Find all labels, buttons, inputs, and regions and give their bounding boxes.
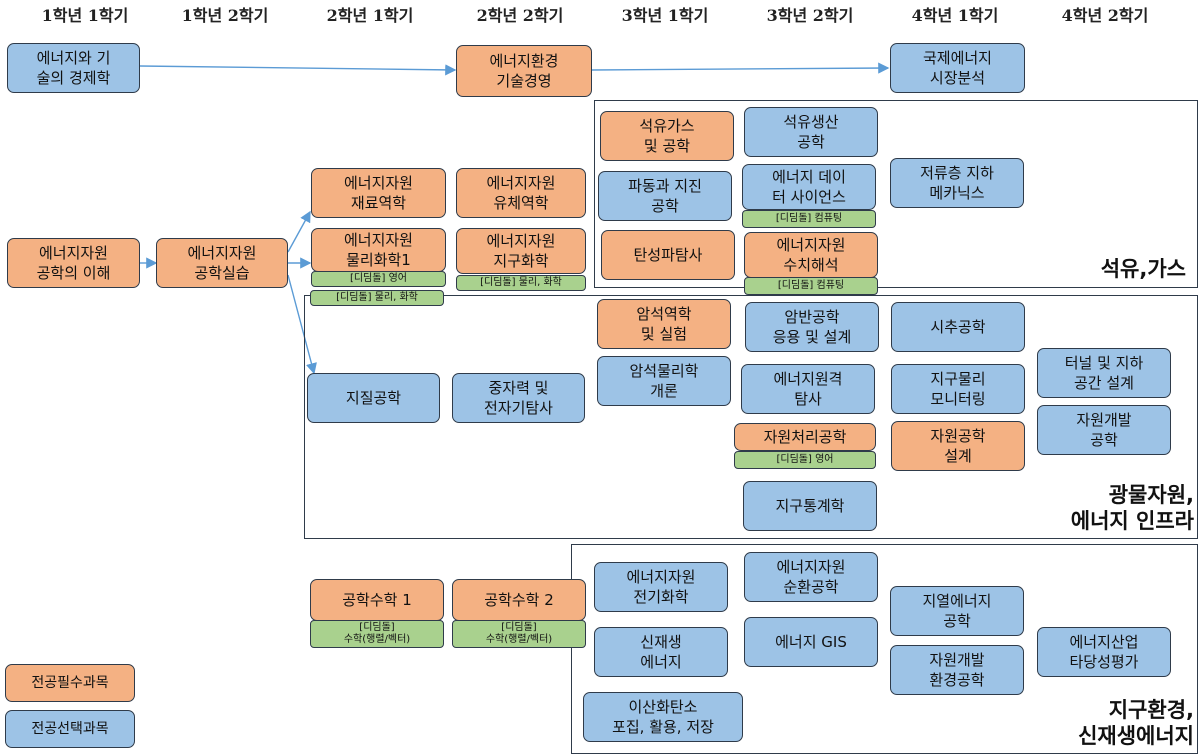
region-label-mineral: 광물자원, 에너지 인프라 — [1070, 483, 1194, 533]
didimdol-tag: [디딤돌] 물리, 화학 — [310, 290, 444, 306]
arrow-econ-to-mgmt — [139, 64, 457, 76]
course-geological-engineering[interactable]: 지질공학 — [307, 373, 440, 423]
course-engineering-math-2[interactable]: 공학수학 2 — [452, 579, 586, 621]
course-intro-energy-resources[interactable]: 에너지자원 공학의 이해 — [7, 238, 140, 288]
course-renewable-energy[interactable]: 신재생 에너지 — [594, 627, 728, 677]
semester-header: 2학년 2학기 — [476, 6, 564, 25]
semester-header: 3학년 1학기 — [621, 6, 709, 25]
region-label-earth: 지구환경, 신재생에너지 — [1078, 698, 1194, 748]
didimdol-tag: [디딤돌] 컴퓨팅 — [742, 210, 876, 228]
didimdol-tag: [디딤돌] 수학(행렬/벡터) — [310, 620, 444, 648]
region-label-petroleum: 석유,가스 — [1100, 257, 1186, 281]
course-resource-engineering-design[interactable]: 자원공학 설계 — [891, 421, 1025, 471]
course-engineering-math-1[interactable]: 공학수학 1 — [310, 579, 444, 621]
course-energy-industry-feasibility[interactable]: 에너지산업 타당성평가 — [1037, 627, 1171, 677]
course-carbon-capture-utilization-storage[interactable]: 이산화탄소 포집, 활용, 저장 — [583, 692, 743, 742]
course-wave-seismic-engineering[interactable]: 파동과 지진 공학 — [598, 171, 732, 221]
course-rock-physics[interactable]: 암석물리학 개론 — [597, 356, 731, 406]
didimdol-tag: [디딤돌] 수학(행렬/벡터) — [452, 620, 586, 648]
course-petroleum-gas-engineering[interactable]: 석유가스 및 공학 — [600, 111, 734, 161]
semester-header: 1학년 2학기 — [181, 6, 269, 25]
region-petroleum — [594, 100, 1198, 288]
course-energy-tech-economics[interactable]: 에너지와 기 술의 경제학 — [7, 43, 140, 93]
region-mineral — [304, 295, 1198, 539]
course-materials-mechanics[interactable]: 에너지자원 재료역학 — [311, 168, 446, 218]
course-petroleum-production[interactable]: 석유생산 공학 — [744, 107, 878, 157]
course-rock-mechanics-lab[interactable]: 암석역학 및 실험 — [597, 299, 731, 349]
course-numerical-analysis[interactable]: 에너지자원 수치해석 — [744, 232, 878, 278]
didimdol-tag: [디딤돌] 영어 — [734, 451, 876, 469]
semester-header: 1학년 1학기 — [41, 6, 129, 25]
course-energy-gis[interactable]: 에너지 GIS — [744, 617, 878, 667]
course-mineral-processing[interactable]: 자원처리공학 — [734, 423, 876, 451]
course-electrochemistry[interactable]: 에너지자원 전기화학 — [594, 562, 728, 612]
course-energy-remote-sensing[interactable]: 에너지원격 탐사 — [741, 364, 875, 414]
course-seismic-exploration[interactable]: 탄성파탐사 — [601, 230, 735, 280]
course-tunnel-underground-design[interactable]: 터널 및 지하 공간 설계 — [1037, 348, 1171, 398]
semester-header: 4학년 1학기 — [911, 6, 999, 25]
course-drilling-engineering[interactable]: 시추공학 — [891, 302, 1025, 352]
arrow-mgmt-to-market — [591, 62, 890, 74]
course-energy-env-tech-management[interactable]: 에너지환경 기술경영 — [456, 45, 592, 97]
course-resource-circulation[interactable]: 에너지자원 순환공학 — [744, 552, 878, 602]
course-geochemistry[interactable]: 에너지자원 지구화학 — [456, 228, 586, 274]
course-physical-chemistry-1[interactable]: 에너지자원 물리화학1 — [311, 228, 446, 272]
didimdol-tag: [디딤돌] 컴퓨팅 — [744, 277, 878, 295]
arrow-practice-to-materials — [287, 210, 311, 253]
course-geostatistics[interactable]: 지구통계학 — [743, 481, 877, 531]
region-earth — [571, 544, 1198, 754]
legend-elective: 전공선택과목 — [5, 710, 135, 748]
course-fluid-mechanics[interactable]: 에너지자원 유체역학 — [456, 168, 586, 218]
course-resource-development[interactable]: 자원개발 공학 — [1037, 405, 1171, 455]
course-energy-data-science[interactable]: 에너지 데이 터 사이언스 — [742, 164, 876, 210]
semester-header: 4학년 2학기 — [1061, 6, 1149, 25]
course-rock-engineering-design[interactable]: 암반공학 응용 및 설계 — [745, 302, 879, 352]
didimdol-tag: [디딤돌] 물리, 화학 — [456, 275, 586, 291]
legend-required: 전공필수과목 — [5, 664, 135, 702]
semester-header: 3학년 2학기 — [766, 6, 854, 25]
course-geophysical-monitoring[interactable]: 지구물리 모니터링 — [891, 364, 1025, 414]
course-reservoir-geomechanics[interactable]: 저류층 지하 메카닉스 — [890, 158, 1024, 208]
arrow-practice-to-geology — [287, 274, 317, 375]
course-resource-dev-environmental[interactable]: 자원개발 환경공학 — [890, 645, 1024, 695]
semester-header: 2학년 1학기 — [326, 6, 414, 25]
didimdol-tag: [디딤돌] 영어 — [311, 271, 446, 287]
course-gravity-magnetic-exploration[interactable]: 중자력 및 전자기탐사 — [452, 373, 585, 423]
course-energy-resources-practice[interactable]: 에너지자원 공학실습 — [156, 238, 288, 288]
course-intl-energy-market-analysis[interactable]: 국제에너지 시장분석 — [890, 43, 1025, 93]
course-geothermal-energy[interactable]: 지열에너지 공학 — [890, 586, 1024, 636]
